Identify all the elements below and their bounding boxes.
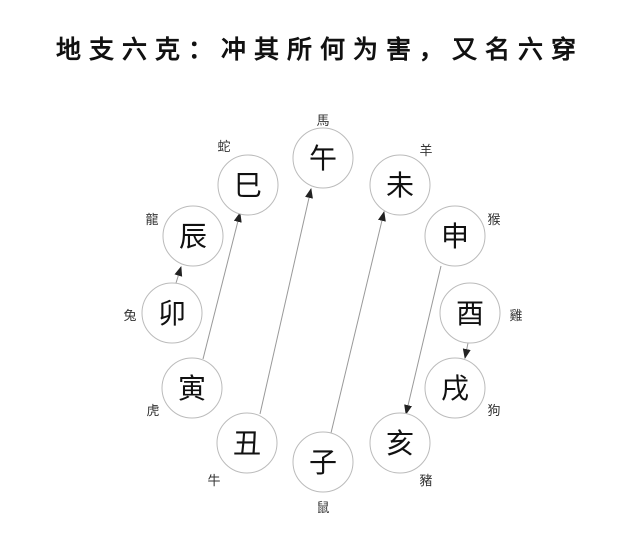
branch-circle: [217, 154, 279, 216]
nodes-layer: 午馬巳蛇未羊辰龍申猴卯兔酉雞寅虎戌狗丑牛亥豬子鼠: [123, 114, 522, 516]
branch-node-hai: 亥豬: [369, 412, 433, 489]
branch-circle: [292, 431, 354, 493]
animal-label: 蛇: [217, 140, 230, 155]
branch-node-zi: 子鼠: [292, 431, 354, 516]
branch-node-yin: 寅虎: [146, 357, 223, 419]
branch-node-xu: 戌狗: [424, 357, 501, 419]
branch-node-wei: 未羊: [369, 143, 433, 216]
branch-label: 戌: [441, 372, 469, 405]
branch-label: 辰: [179, 220, 207, 253]
branch-circle: [161, 357, 223, 419]
animal-label: 狗: [487, 404, 500, 419]
branch-circle: [216, 412, 278, 474]
diagram-title: 地支六克：冲其所何为害，又名六穿: [55, 35, 584, 64]
animal-label: 兔: [123, 309, 136, 324]
branch-label: 酉: [456, 297, 484, 330]
branch-label: 巳: [234, 169, 262, 202]
branch-label: 亥: [386, 427, 414, 460]
branch-label: 子: [309, 446, 337, 479]
branch-node-wu: 午馬: [292, 114, 354, 189]
branch-node-chou: 丑牛: [207, 412, 278, 489]
branch-circle: [369, 412, 431, 474]
branch-node-mao: 卯兔: [123, 282, 203, 344]
animal-label: 虎: [146, 404, 159, 419]
animal-label: 牛: [207, 474, 220, 489]
animal-label: 鼠: [316, 501, 329, 516]
arrow-寅-to-巳: [202, 212, 242, 360]
arrow-丑-to-午: [259, 188, 313, 415]
branch-circle: [424, 357, 486, 419]
animal-label: 豬: [419, 474, 432, 489]
branch-node-chen: 辰龍: [145, 205, 224, 267]
branch-node-shen: 申猴: [424, 205, 501, 267]
branch-label: 卯: [158, 297, 186, 330]
branch-label: 未: [386, 169, 414, 202]
branch-label: 午: [309, 142, 337, 175]
branch-circle: [369, 154, 431, 216]
animal-label: 雞: [509, 309, 522, 324]
branch-circle: [141, 282, 203, 344]
animal-label: 龍: [145, 212, 158, 228]
animal-label: 猴: [487, 213, 500, 228]
arrow-申-to-亥: [404, 265, 442, 415]
branch-label: 申: [441, 220, 469, 253]
animal-label: 羊: [419, 143, 432, 159]
branch-node-you: 酉雞: [439, 282, 523, 344]
arrow-卯-to-辰: [174, 266, 183, 284]
branch-circle: [439, 282, 501, 344]
arrow-子-to-未: [330, 211, 386, 434]
arrow-酉-to-戌: [462, 342, 471, 359]
branch-label: 丑: [233, 427, 261, 460]
branch-circle: [162, 205, 224, 267]
branch-circle: [292, 127, 354, 189]
branch-node-si: 巳蛇: [217, 140, 279, 216]
arrows-layer: [174, 188, 471, 434]
branch-circle: [424, 205, 486, 267]
branch-label: 寅: [178, 372, 206, 405]
animal-label: 馬: [316, 114, 329, 129]
